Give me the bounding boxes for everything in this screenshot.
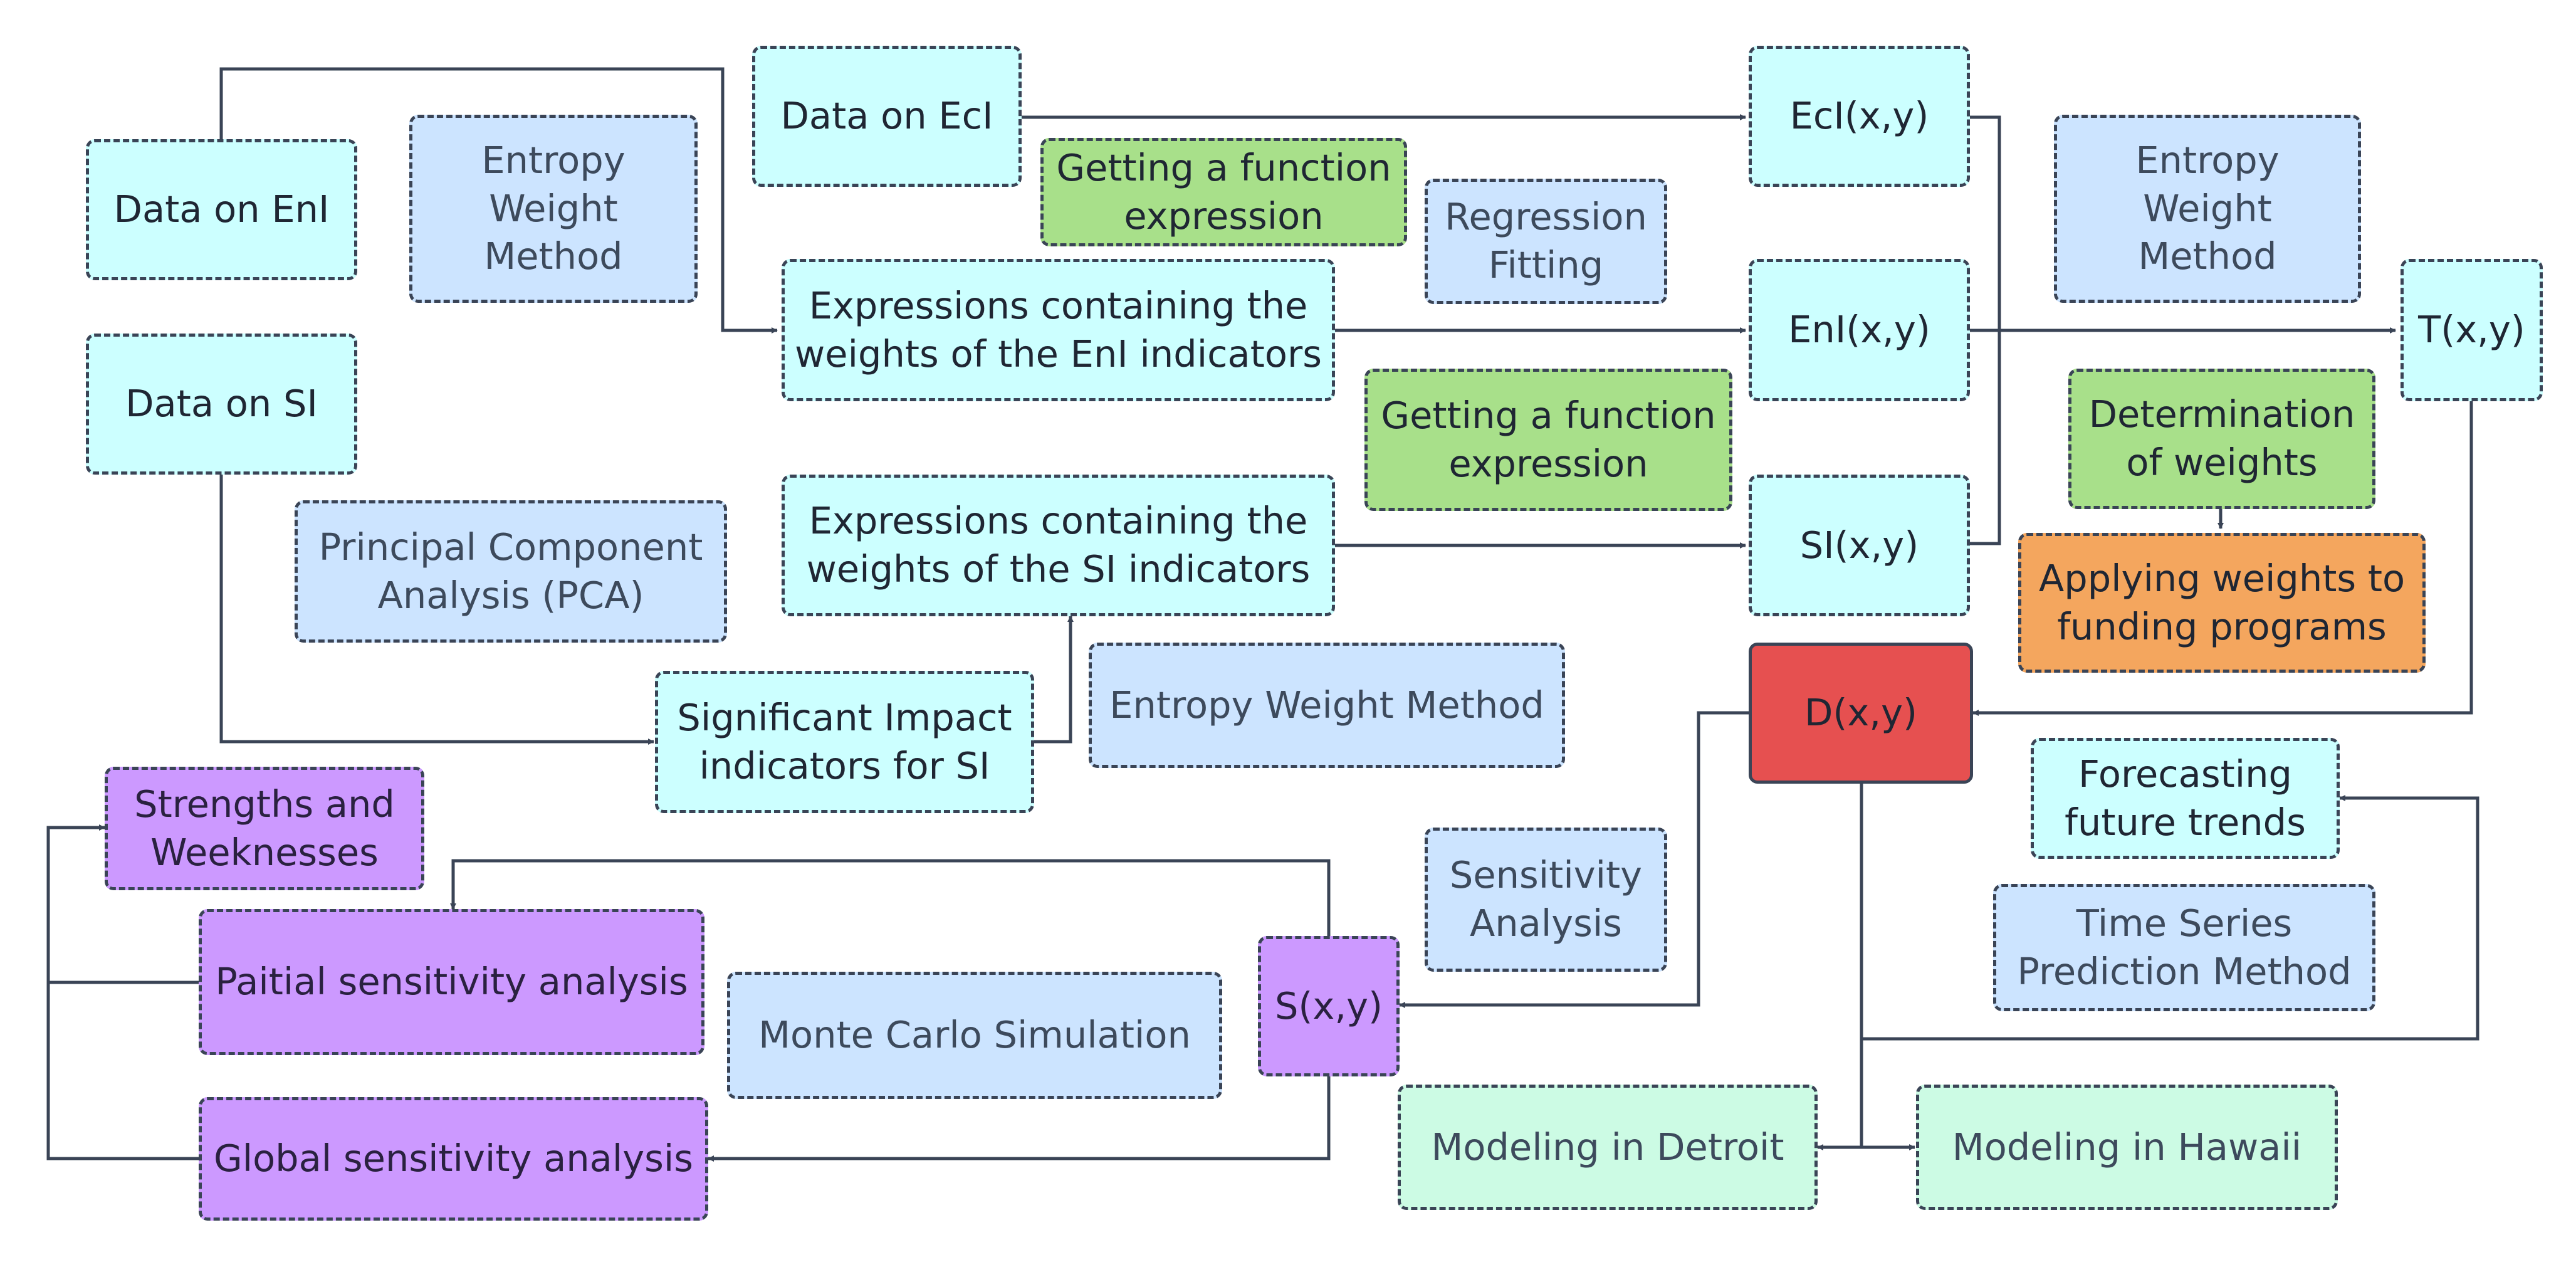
edge-s-xy-to-global: [708, 1076, 1331, 1162]
node-significant-impact-label: Significant Impact indicators for SI: [677, 695, 1012, 787]
node-pca-label: Principal Component Analysis (PCA): [318, 525, 703, 617]
node-entropy-weight-3: Entropy Weight Method: [1089, 643, 1565, 768]
node-entropy-weight-3-label: Entropy Weight Method: [1109, 683, 1544, 727]
node-data-ecl-label: Data on EcI: [780, 94, 993, 138]
node-d-xy: D(x,y): [1749, 643, 1973, 784]
node-partial-sensitivity: Paitial sensitivity analysis: [199, 909, 704, 1055]
node-entropy-weight-1: Entropy Weight Method: [409, 115, 698, 303]
edge-data-si-to-significant: [219, 475, 654, 745]
node-expressions-enl: Expressions containing the weights of th…: [782, 259, 1335, 401]
node-time-series: Time Series Prediction Method: [1993, 884, 2375, 1011]
node-enl-xy-label: EnI(x,y): [1788, 308, 1930, 352]
node-data-si-label: Data on SI: [125, 382, 318, 426]
node-regression-fitting-label: Regression Fitting: [1445, 195, 1647, 287]
node-data-enl-label: Data on EnI: [113, 187, 330, 231]
node-modeling-detroit-label: Modeling in Detroit: [1431, 1125, 1784, 1169]
node-forecasting-label: Forecasting future trends: [2065, 752, 2306, 844]
node-expressions-si-label: Expressions containing the weights of th…: [806, 499, 1311, 591]
node-global-sensitivity: Global sensitivity analysis: [199, 1097, 708, 1221]
node-s-xy-label: S(x,y): [1274, 984, 1383, 1028]
node-determination-of-weights: Determination of weights: [2068, 369, 2375, 509]
node-modeling-hawaii-label: Modeling in Hawaii: [1952, 1125, 2302, 1169]
node-sensitivity-analysis: Sensitivity Analysis: [1425, 828, 1667, 972]
edge-d-xy-to-s-xy: [1399, 711, 1749, 1008]
node-entropy-weight-2: Entropy Weight Method: [2054, 115, 2361, 303]
node-determination-of-weights-label: Determination of weights: [2088, 392, 2355, 484]
edge-t-xy-to-d-xy: [1972, 401, 2473, 716]
node-d-xy-label: D(x,y): [1804, 691, 1918, 735]
node-data-enl: Data on EnI: [86, 139, 357, 280]
node-partial-sensitivity-label: Paitial sensitivity analysis: [215, 960, 688, 1004]
node-enl-xy: EnI(x,y): [1749, 259, 1970, 401]
node-time-series-label: Time Series Prediction Method: [2017, 901, 2352, 993]
node-pca: Principal Component Analysis (PCA): [295, 500, 727, 643]
node-getting-function-1: Getting a function expression: [1040, 138, 1407, 246]
edge-s-xy-to-partial: [450, 859, 1331, 936]
node-monte-carlo-label: Monte Carlo Simulation: [758, 1013, 1191, 1057]
node-s-xy: S(x,y): [1258, 936, 1400, 1076]
node-entropy-weight-2-label: Entropy Weight Method: [2135, 138, 2280, 278]
node-modeling-detroit: Modeling in Detroit: [1398, 1085, 1818, 1210]
node-t-xy-label: T(x,y): [2418, 308, 2525, 352]
node-getting-function-2: Getting a function expression: [1364, 369, 1732, 511]
node-ecl-xy-label: EcI(x,y): [1789, 94, 1929, 138]
node-expressions-si: Expressions containing the weights of th…: [782, 475, 1335, 616]
node-forecasting: Forecasting future trends: [2031, 738, 2340, 859]
node-data-ecl: Data on EcI: [752, 46, 1022, 187]
node-modeling-hawaii: Modeling in Hawaii: [1916, 1085, 2338, 1210]
node-applying-weights: Applying weights to funding programs: [2018, 533, 2426, 673]
node-getting-function-2-label: Getting a function expression: [1381, 393, 1716, 485]
node-significant-impact: Significant Impact indicators for SI: [655, 671, 1034, 813]
node-si-xy: SI(x,y): [1749, 475, 1970, 616]
node-entropy-weight-1-label: Entropy Weight Method: [481, 138, 626, 278]
edge-d-xy-to-forecasting: [1860, 784, 2479, 1041]
edge-global-to-strengths: [46, 982, 199, 1160]
node-t-xy: T(x,y): [2401, 259, 2543, 401]
node-expressions-enl-label: Expressions containing the weights of th…: [795, 283, 1322, 376]
node-monte-carlo: Monte Carlo Simulation: [727, 972, 1222, 1099]
edge-d-xy-to-detroit: [1817, 1039, 1863, 1150]
node-regression-fitting: Regression Fitting: [1425, 179, 1667, 304]
node-si-xy-label: SI(x,y): [1799, 523, 1919, 567]
node-strengths-weaknesses-label: Strengths and Weeknesses: [134, 782, 395, 874]
node-global-sensitivity-label: Global sensitivity analysis: [213, 1137, 694, 1180]
node-getting-function-1-label: Getting a function expression: [1056, 145, 1391, 238]
node-applying-weights-label: Applying weights to funding programs: [2038, 556, 2406, 648]
edge-partial-to-strengths: [46, 824, 199, 984]
node-data-si: Data on SI: [86, 334, 357, 475]
edge-data-enl-to-expr-enl: [219, 67, 778, 334]
edge-significant-to-expr-si: [1034, 616, 1074, 744]
node-ecl-xy: EcI(x,y): [1749, 46, 1970, 187]
node-strengths-weaknesses: Strengths and Weeknesses: [105, 767, 424, 890]
node-sensitivity-analysis-label: Sensitivity Analysis: [1449, 853, 1643, 945]
edge-ecl-xy-si-xy-bracket: [1970, 115, 2001, 545]
